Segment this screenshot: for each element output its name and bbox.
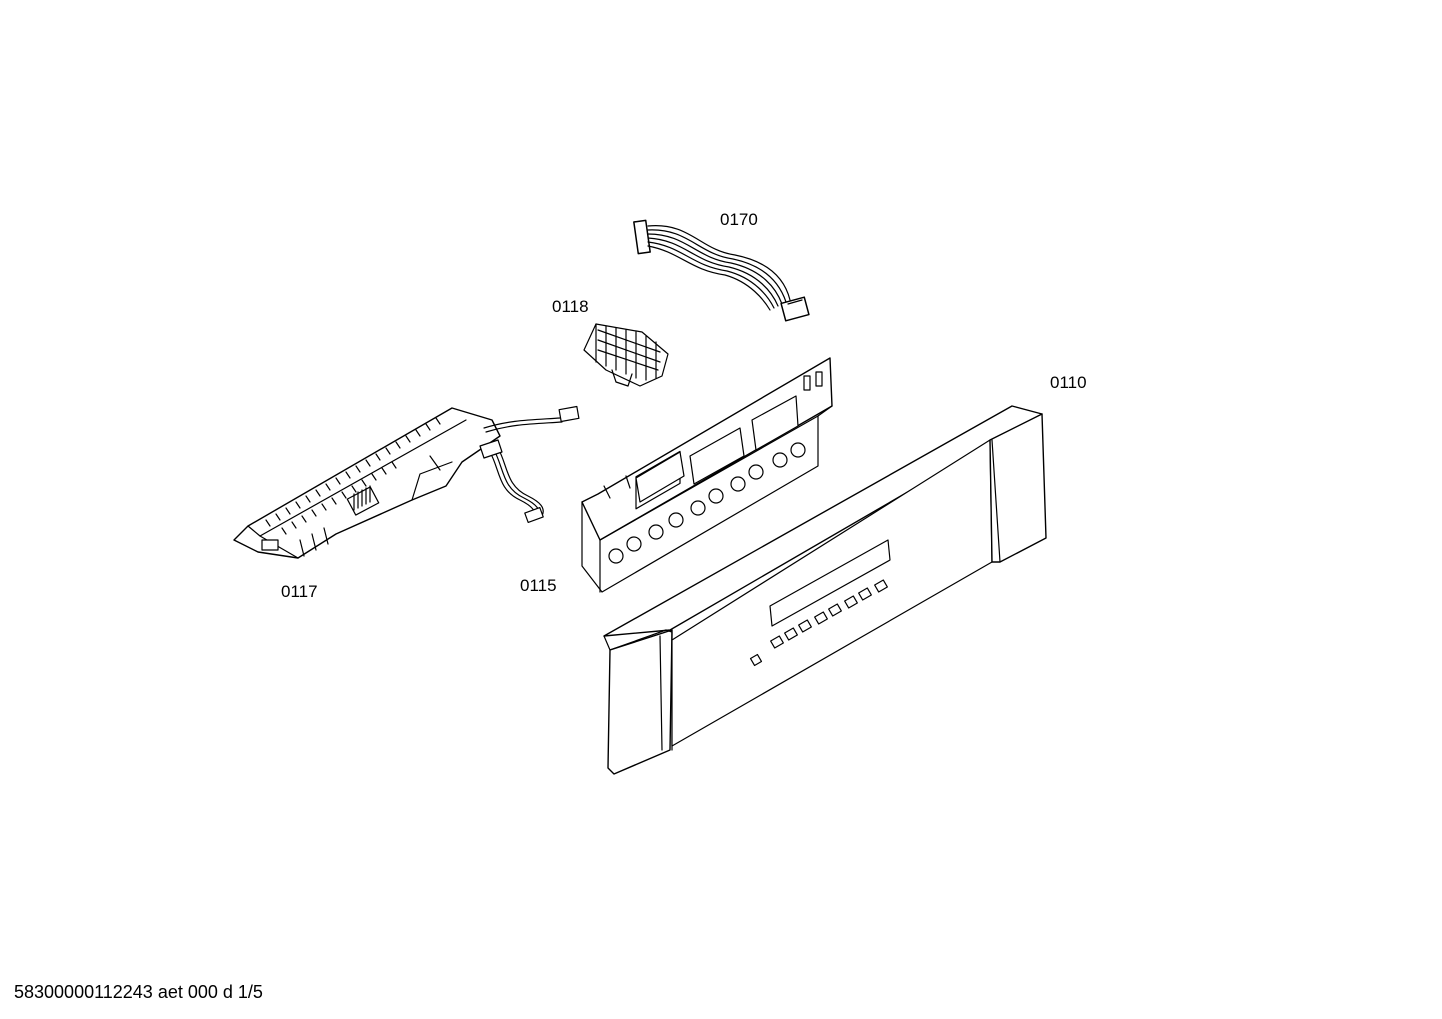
front-panel-0110	[604, 406, 1046, 774]
label-0117: 0117	[281, 582, 318, 601]
label-0170: 0170	[720, 210, 758, 229]
wiring-harness-0170	[634, 220, 809, 320]
label-0110: 0110	[1050, 373, 1087, 392]
heatsink-0118	[584, 324, 668, 386]
button-row	[771, 580, 888, 648]
label-0118: 0118	[552, 297, 589, 316]
control-frame-0115	[582, 358, 832, 592]
label-0115: 0115	[520, 576, 557, 595]
document-reference: 58300000112243 aet 000 d 1/5	[14, 982, 263, 1002]
electronic-board-0117	[234, 407, 579, 558]
